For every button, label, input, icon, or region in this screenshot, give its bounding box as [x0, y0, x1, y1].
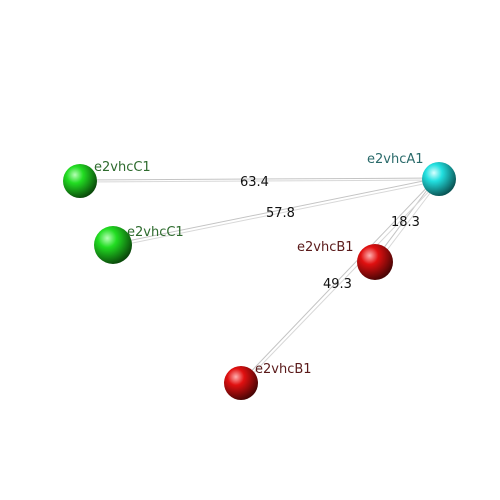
atom-a1[interactable] — [422, 162, 456, 196]
distance-lines — [79, 177, 441, 384]
atom-c1a[interactable] — [63, 164, 97, 198]
distance-line-b1b-a1 — [240, 177, 441, 384]
distance-label-b1b-a1: 49.3 — [323, 277, 352, 292]
atom-label-c1b: e2vhcC1 — [127, 225, 184, 240]
atom-label-b1b: e2vhcB1 — [255, 362, 312, 377]
distance-line-c1a-a1 — [79, 177, 439, 183]
distance-line-c1b-a1 — [112, 177, 439, 248]
atom-c1b[interactable] — [94, 226, 132, 264]
atom-label-c1a: e2vhcC1 — [94, 160, 151, 175]
distance-label-b1a-a1: 18.3 — [391, 215, 420, 230]
atom-b1a[interactable] — [357, 244, 393, 280]
atom-label-b1a: e2vhcB1 — [297, 240, 354, 255]
atom-label-a1: e2vhcA1 — [367, 152, 424, 167]
distance-label-c1a-a1: 63.4 — [240, 175, 269, 190]
atom-b1b[interactable] — [224, 366, 258, 400]
distance-label-c1b-a1: 57.8 — [266, 206, 295, 221]
